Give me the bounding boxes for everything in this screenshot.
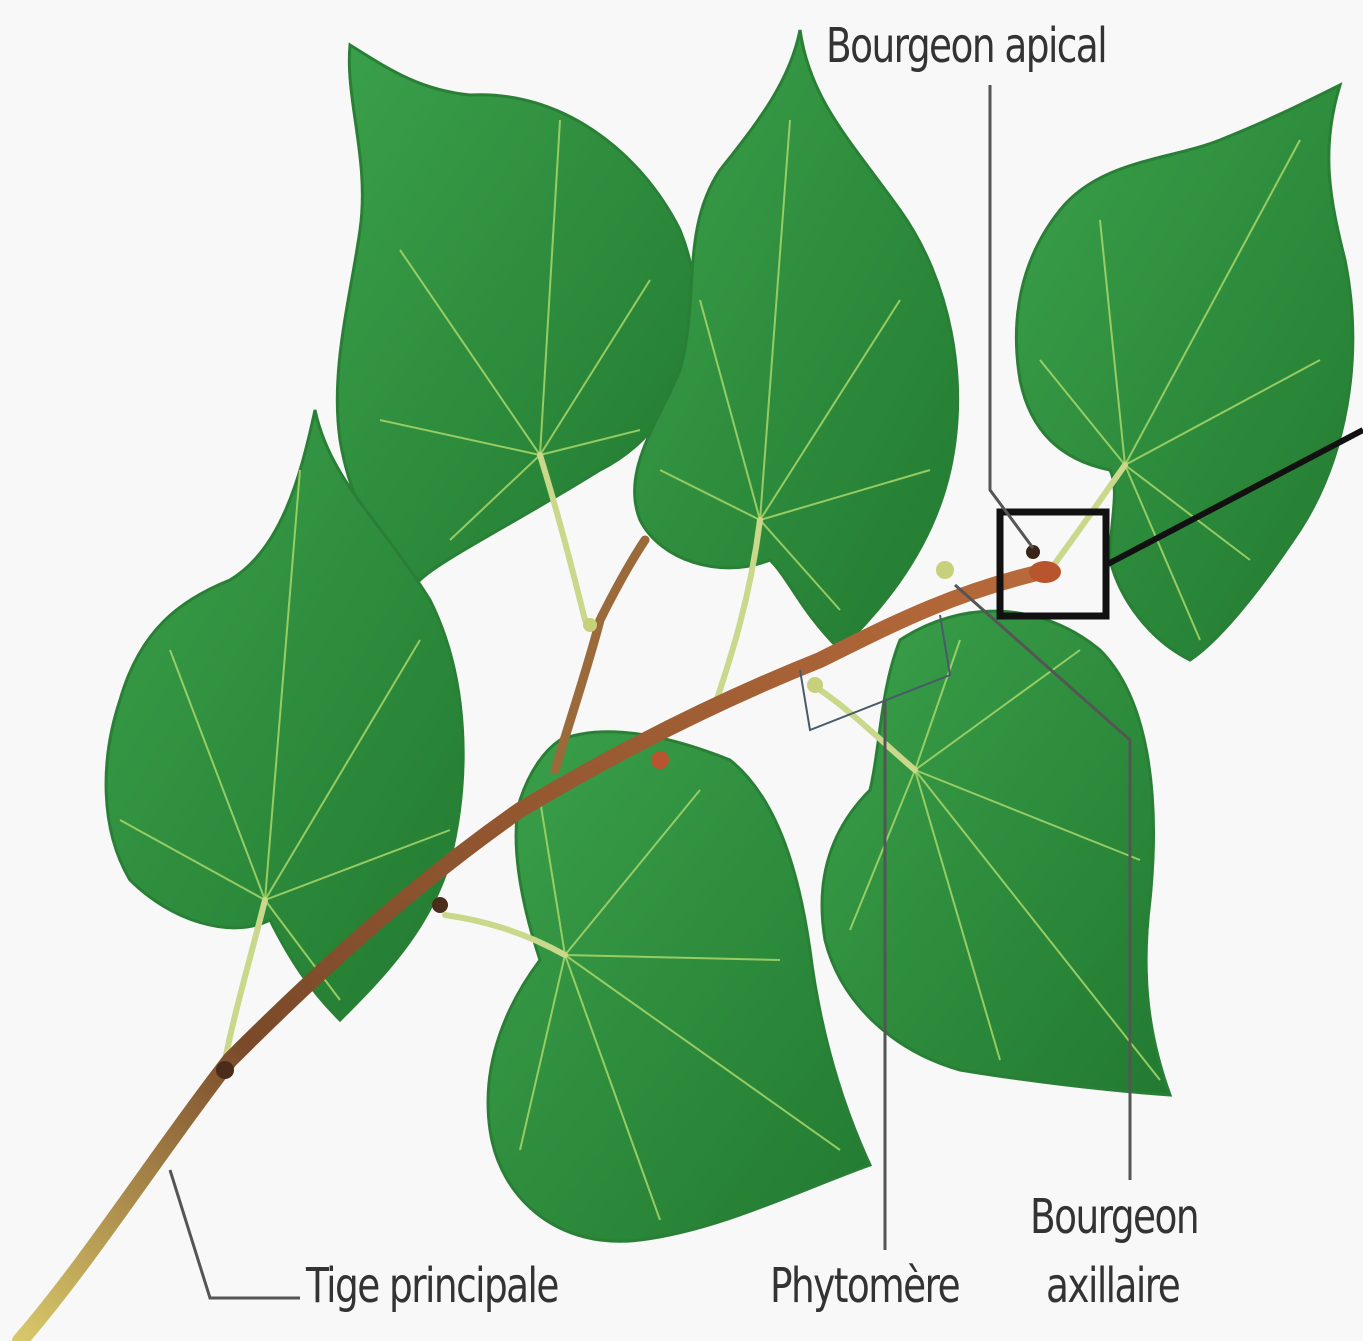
leaf-upper-right [1016, 85, 1352, 660]
phytomer-label: Phytomère [770, 1262, 959, 1310]
main-stem-label: Tige principale [306, 1262, 558, 1310]
apical-bud-label: Bourgeon apical [826, 22, 1106, 70]
leaf-lower-center [488, 732, 870, 1242]
leaf-lower-right [822, 611, 1170, 1095]
apical-bud [1026, 545, 1061, 583]
axillary-bud-label-line2: axillaire [1046, 1262, 1179, 1310]
axillary-bud-label-line1: Bourgeon [1030, 1193, 1198, 1241]
main-stem-leader [170, 1170, 300, 1298]
